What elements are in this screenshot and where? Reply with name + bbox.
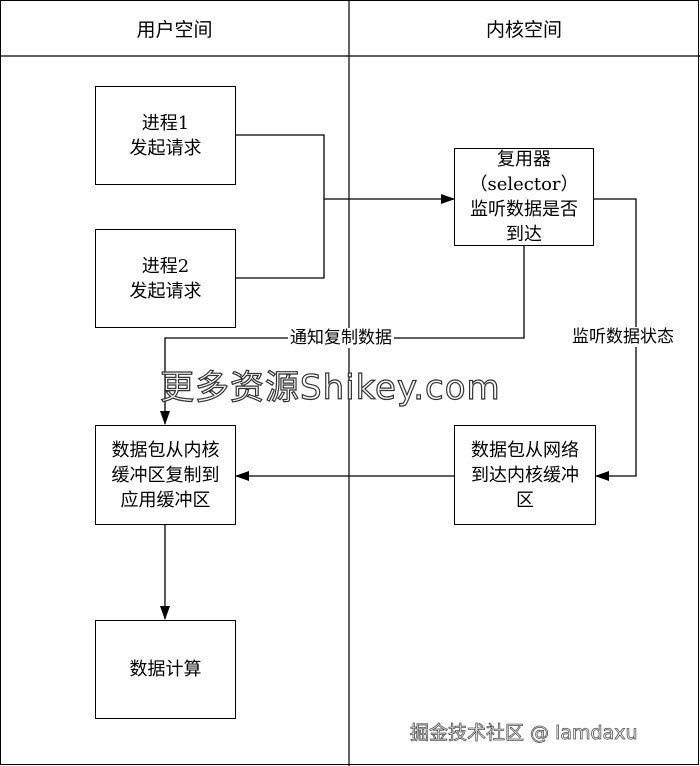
node-text: 数据包从内核 <box>111 439 220 461</box>
node-compute: 数据计算 <box>95 620 236 719</box>
node-text: 数据计算 <box>129 659 202 680</box>
node-copy-to-app-buffer: 数据包从内核 缓冲区复制到 应用缓冲区 <box>95 425 236 525</box>
node-text: 复用器 <box>497 149 551 170</box>
edge-label-notify-copy: 通知复制数据 <box>288 328 394 348</box>
node-text: 发起请求 <box>129 137 202 159</box>
node-text: 进程1 <box>141 112 190 134</box>
node-text: 区 <box>516 489 534 511</box>
node-process-1: 进程1 发起请求 <box>95 86 236 185</box>
node-text: 缓冲区复制到 <box>111 464 220 486</box>
node-selector: 复用器 （selector） 监听数据是否 到达 <box>454 148 594 246</box>
node-text: 进程2 <box>141 255 190 277</box>
edge-label-listen-state: 监听数据状态 <box>570 327 676 347</box>
node-text: 数据包从网络 <box>471 439 579 461</box>
node-text: 到达内核缓冲 <box>471 464 579 486</box>
lane-header-user-space: 用户空间 <box>136 18 213 41</box>
credit-text: 掘金技术社区 @ lamdaxu <box>410 722 638 745</box>
lane-header-kernel-space: 内核空间 <box>485 18 562 41</box>
node-text: 到达 <box>506 224 542 245</box>
node-text: 监听数据是否 <box>470 199 578 220</box>
node-text: （selector） <box>469 174 579 195</box>
edge-process1-merge <box>236 134 325 199</box>
node-net-to-kernel-buffer: 数据包从网络 到达内核缓冲 区 <box>454 425 596 525</box>
edge-process2-merge <box>236 199 325 279</box>
node-text: 应用缓冲区 <box>120 489 211 511</box>
node-text: 发起请求 <box>129 280 202 302</box>
watermark-text: 更多资源Shikey.com <box>159 367 501 408</box>
node-process-2: 进程2 发起请求 <box>95 229 236 328</box>
